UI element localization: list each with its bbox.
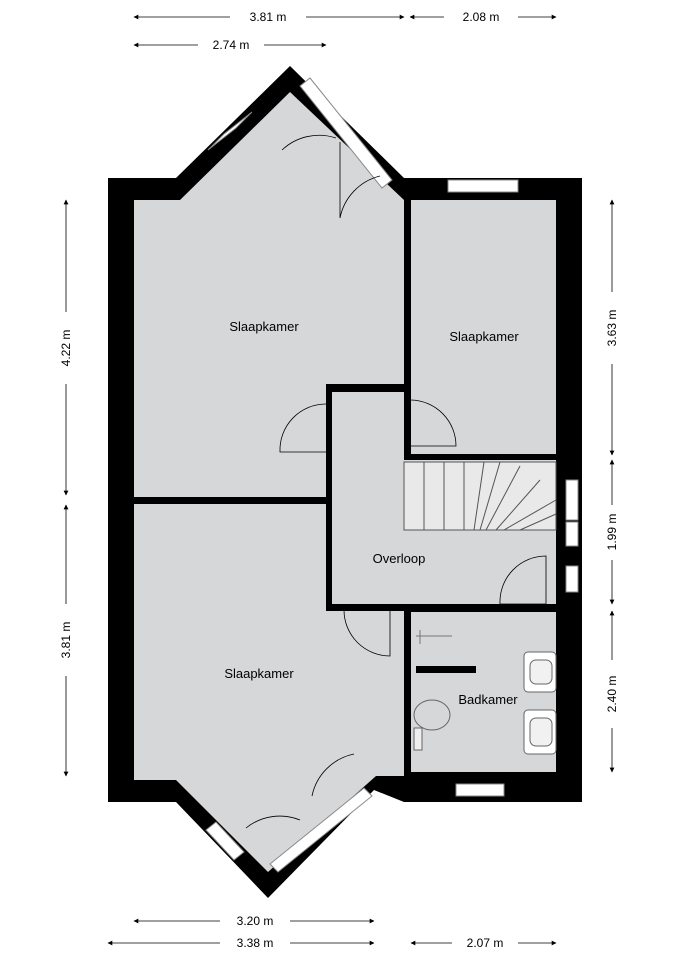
shower-tap [416,630,452,644]
window-right-2 [565,521,579,547]
bedroom-bottom-left-floor [134,504,404,872]
door-bay-bottom [245,753,355,829]
dim-top-width-inner: 2.74 m [213,38,250,52]
window-bay-top-left [207,111,253,151]
bathroom-fixtures [413,630,557,755]
label-landing: Overloop [373,551,426,566]
label-bedroom-top-right: Slaapkamer [449,329,519,344]
room-labels: Slaapkamer Slaapkamer Overloop Slaapkame… [224,319,519,707]
window-bay-top-right [299,77,393,189]
dim-bottom-width-inner: 3.20 m [237,914,274,928]
doors [245,134,547,829]
label-bedroom-top-left: Slaapkamer [229,319,299,334]
dim-right-middle-height: 1.99 m [605,514,619,551]
door-bedroom-top-right [410,399,457,447]
dimension-lines [63,14,615,946]
window-top-right [447,179,519,193]
dim-right-lower-height: 2.40 m [605,676,619,713]
label-bathroom: Badkamer [458,692,518,707]
sink-2-bowl [529,717,553,747]
toilet-tank [413,727,423,751]
door-bay-top-2 [339,142,381,219]
dim-right-upper-height: 3.63 m [605,310,619,347]
dim-bottom-width-left: 3.38 m [237,936,274,950]
dimension-labels: 3.81 m 2.08 m 2.74 m 4.22 m 3.81 m 3.63 … [59,10,619,950]
door-bedroom-top-left [279,403,327,453]
dim-bottom-width-right: 2.07 m [467,936,504,950]
window-bay-bottom-left [205,821,245,861]
toilet-bowl [413,699,451,731]
door-landing-stair [499,555,547,605]
bedroom-top-left-floor [134,92,404,497]
window-right-3 [565,565,579,593]
label-bedroom-bottom-left: Slaapkamer [224,666,294,681]
dim-top-width-right: 2.08 m [463,10,500,24]
window-bay-bottom-right [269,787,373,873]
dim-top-width-left: 3.81 m [250,10,287,24]
door-bedroom-bottom [343,609,391,657]
window-bottom-right [455,783,505,797]
dim-left-upper-height: 4.22 m [59,330,73,367]
interior-walls [134,198,582,802]
sink-1-bowl [529,659,553,685]
windows [205,77,579,873]
staircase [403,461,557,531]
dim-left-lower-height: 3.81 m [59,622,73,659]
door-bay-top [281,134,337,151]
window-right-1 [565,479,579,521]
